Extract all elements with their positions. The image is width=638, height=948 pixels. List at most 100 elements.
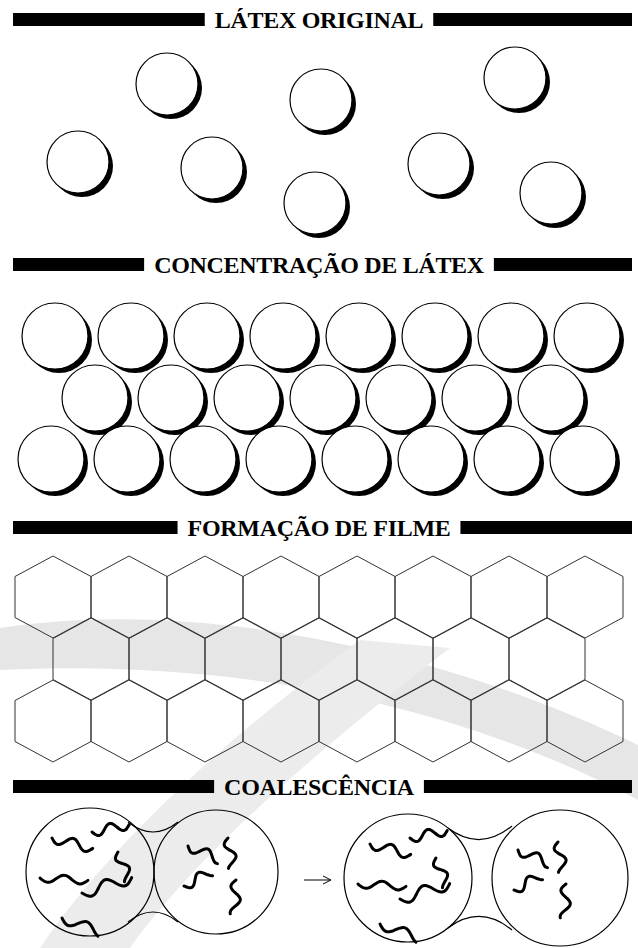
polymer-chain xyxy=(184,872,213,887)
latex-particle xyxy=(246,426,316,496)
particle-neck xyxy=(128,822,178,832)
particle-body xyxy=(98,303,164,369)
polymer-chain xyxy=(410,829,447,841)
particle-body xyxy=(408,133,470,195)
polymer-chain xyxy=(92,823,129,835)
particle-body xyxy=(290,365,356,431)
particle-body xyxy=(442,365,508,431)
heading-bar xyxy=(433,13,632,26)
polymer-chain xyxy=(560,884,570,918)
heading-bar xyxy=(13,780,214,793)
film-cell xyxy=(91,680,167,762)
latex-particle xyxy=(408,133,474,199)
film-cell xyxy=(319,556,395,638)
section-heading: CONCENTRAÇÃO DE LÁTEX xyxy=(154,251,484,279)
particle-body xyxy=(250,303,316,369)
film-cell xyxy=(243,556,319,638)
polymer-chain xyxy=(518,850,547,868)
heading-bar xyxy=(424,780,632,793)
particle-body xyxy=(22,303,88,369)
polymer-chain xyxy=(52,838,93,852)
film-cells xyxy=(15,556,623,762)
latex-particle xyxy=(478,303,548,373)
polymer-chain xyxy=(433,858,447,888)
particle-body xyxy=(170,426,236,492)
particle-body xyxy=(478,303,544,369)
film-cell xyxy=(167,680,243,762)
latex-particle xyxy=(138,365,208,435)
particle-body xyxy=(94,426,160,492)
particle-body xyxy=(398,426,464,492)
latex-particle xyxy=(520,162,586,228)
latex-particle xyxy=(94,426,164,496)
latex-particle xyxy=(290,69,356,135)
polymer-chain xyxy=(188,846,217,864)
latex-particle xyxy=(136,53,202,119)
latex-particle xyxy=(214,365,284,435)
latex-particle xyxy=(550,426,620,496)
latex-particle xyxy=(170,426,240,496)
heading-bars xyxy=(13,13,632,793)
particle-body xyxy=(554,303,620,369)
particle-body xyxy=(138,365,204,431)
polymer-chain xyxy=(514,876,543,891)
particle-outline xyxy=(154,810,278,934)
particle-body xyxy=(484,47,546,109)
particle-body xyxy=(322,426,388,492)
latex-particle xyxy=(284,172,350,238)
latex-particle xyxy=(402,303,472,373)
latex-particle xyxy=(22,303,92,373)
polymer-chain xyxy=(554,842,566,872)
film-cell xyxy=(167,556,243,638)
latex-particle xyxy=(47,131,113,197)
latex-particle xyxy=(62,365,132,435)
packed-particles xyxy=(18,303,624,496)
film-cell xyxy=(91,556,167,638)
watermark-band xyxy=(0,619,638,800)
particle-body xyxy=(366,365,432,431)
particle-body xyxy=(174,303,240,369)
stage-arrow xyxy=(304,880,330,881)
film-cell xyxy=(281,618,357,700)
latex-particle xyxy=(366,365,436,435)
particle-outline xyxy=(344,814,472,942)
latex-particle xyxy=(484,47,550,113)
latex-particle xyxy=(322,426,392,496)
latex-particle xyxy=(398,426,468,496)
latex-particles xyxy=(47,47,586,238)
stage-arrowhead xyxy=(323,876,331,884)
film-cell xyxy=(15,680,91,762)
film-cell xyxy=(129,618,205,700)
particle-neck xyxy=(448,916,512,930)
particle-body xyxy=(62,365,128,431)
watermark-band xyxy=(40,640,450,948)
particle-body xyxy=(181,137,243,199)
polymer-chain xyxy=(380,924,416,942)
particle-body xyxy=(290,69,352,131)
latex-particle xyxy=(326,303,396,373)
latex-particle xyxy=(174,303,244,373)
particle-body xyxy=(518,365,584,431)
particle-body xyxy=(474,426,540,492)
film-cell xyxy=(357,618,433,700)
film-cell xyxy=(15,556,91,638)
particle-body xyxy=(550,426,616,492)
heading-bar xyxy=(460,521,632,534)
latex-particle xyxy=(18,426,88,496)
section-heading: COALESCÊNCIA xyxy=(224,773,414,801)
particle-neck xyxy=(448,826,512,840)
particle-neck xyxy=(128,912,178,922)
coalescence-figure xyxy=(26,808,628,946)
film-cell xyxy=(509,618,585,700)
film-cell xyxy=(53,618,129,700)
particle-body xyxy=(246,426,312,492)
watermark-swoosh xyxy=(0,619,638,948)
polymer-chain xyxy=(370,844,411,858)
particle-body xyxy=(18,426,84,492)
film-cell xyxy=(547,556,623,638)
latex-particle xyxy=(442,365,512,435)
section-heading: LÁTEX ORIGINAL xyxy=(215,6,424,34)
section-heading: FORMAÇÃO DE FILME xyxy=(188,514,451,542)
